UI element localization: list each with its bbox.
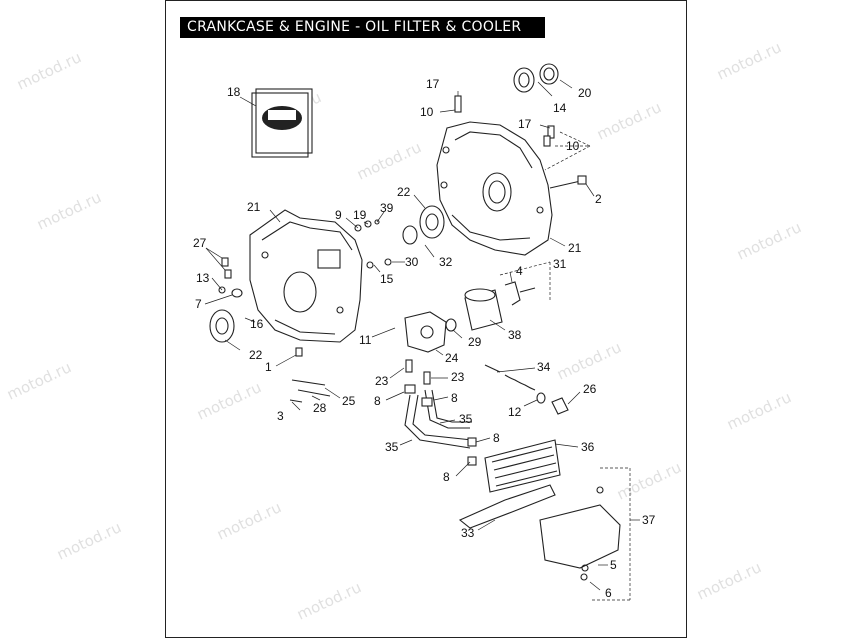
watermark: motod.ru [14, 48, 84, 93]
diagram-title: CRANKCASE & ENGINE - OIL FILTER & COOLER [180, 17, 545, 38]
callout-4: 4 [516, 264, 523, 278]
part-32-snap-ring [402, 225, 418, 245]
callout-labels: 17 10 20 14 17 10 18 2 22 9 19 39 21 21 … [193, 77, 656, 600]
callout-8: 8 [374, 394, 381, 408]
callout-1: 1 [265, 360, 272, 374]
callout-23: 23 [375, 374, 389, 388]
callout-10: 10 [420, 105, 434, 119]
part-29-nipple [445, 318, 457, 332]
watermark: motod.ru [34, 188, 104, 233]
callout-27: 27 [193, 236, 207, 250]
watermark: motod.ru [714, 38, 784, 83]
callout-32: 32 [439, 255, 453, 269]
callout-17: 17 [426, 77, 440, 91]
callout-13: 13 [196, 271, 210, 285]
callout-17: 17 [518, 117, 532, 131]
callout-9: 9 [335, 208, 342, 222]
callout-21: 21 [247, 200, 261, 214]
part-27-13-7-fittings [218, 257, 243, 298]
callout-5: 5 [610, 558, 617, 572]
callout-33: 33 [461, 526, 475, 540]
part-30-15-plugs [366, 258, 392, 269]
callout-20: 20 [578, 86, 592, 100]
watermark: motod.ru [554, 338, 624, 383]
callout-21: 21 [568, 241, 582, 255]
part-26-plug [551, 397, 569, 415]
callout-16: 16 [250, 317, 264, 331]
part-8-clamps [404, 384, 477, 466]
callout-36: 36 [581, 440, 595, 454]
callout-7: 7 [195, 297, 202, 311]
part-21-right-crankcase [436, 121, 553, 256]
callout-38: 38 [508, 328, 522, 342]
part-2-bolt [549, 175, 587, 189]
part-1-plug [295, 347, 303, 357]
part-28-25-3-pins [289, 379, 331, 403]
part-9-19-39-studs [354, 219, 380, 232]
part-36-oil-cooler [484, 439, 561, 493]
callout-2: 2 [595, 192, 602, 206]
watermark: motod.ru [724, 388, 794, 433]
callout-6: 6 [605, 586, 612, 600]
callout-22: 22 [249, 348, 263, 362]
part-4-bracket [504, 281, 536, 306]
watermark: motod.ru [614, 458, 684, 503]
callout-22: 22 [397, 185, 411, 199]
watermark: motod.ru [294, 578, 364, 623]
callout-35: 35 [459, 412, 473, 426]
watermark-layer: motod.ru motod.ru motod.ru motod.ru moto… [4, 38, 804, 623]
callout-29: 29 [468, 335, 482, 349]
part-22-bearing-lower [209, 309, 235, 343]
watermark: motod.ru [694, 558, 764, 603]
watermark: motod.ru [734, 218, 804, 263]
part-22-bearing-upper [419, 205, 445, 239]
watermark: motod.ru [594, 98, 664, 143]
callout-18: 18 [227, 85, 241, 99]
callout-26: 26 [583, 382, 597, 396]
watermark: motod.ru [194, 378, 264, 423]
callout-14: 14 [553, 101, 567, 115]
watermark: motod.ru [354, 138, 424, 183]
callout-8: 8 [443, 470, 450, 484]
callout-30: 30 [405, 255, 419, 269]
part-14-20-bearing-race [513, 63, 559, 93]
callout-24: 24 [445, 351, 459, 365]
part-34-bypass-valve [484, 364, 546, 404]
callout-19: 19 [353, 208, 367, 222]
callout-23: 23 [451, 370, 465, 384]
watermark: motod.ru [214, 498, 284, 543]
callout-25: 25 [342, 394, 356, 408]
part-37-cooler-cover [539, 486, 621, 581]
part-38-oil-filter [464, 288, 503, 331]
part-33-cooler-bracket [458, 484, 556, 529]
callout-39: 39 [380, 201, 394, 215]
callout-35: 35 [385, 440, 399, 454]
callout-11: 11 [359, 333, 372, 347]
callout-8: 8 [451, 391, 458, 405]
callout-3: 3 [277, 409, 284, 423]
part-10-17-dowel [454, 95, 555, 147]
part-18-kit-card [239, 88, 313, 158]
leader-lines [204, 79, 640, 601]
watermark: motod.ru [4, 358, 74, 403]
callout-31: 31 [553, 257, 567, 271]
callout-12: 12 [508, 405, 522, 419]
callout-37: 37 [642, 513, 656, 527]
callout-15: 15 [380, 272, 394, 286]
callout-8: 8 [493, 431, 500, 445]
callout-10: 10 [566, 139, 580, 153]
watermark: motod.ru [54, 518, 124, 563]
callout-34: 34 [537, 360, 551, 374]
callout-28: 28 [313, 401, 327, 415]
part-24-filter-adapter [404, 311, 447, 353]
part-23-fittings [405, 359, 431, 385]
part-21-left-crankcase [249, 209, 363, 343]
